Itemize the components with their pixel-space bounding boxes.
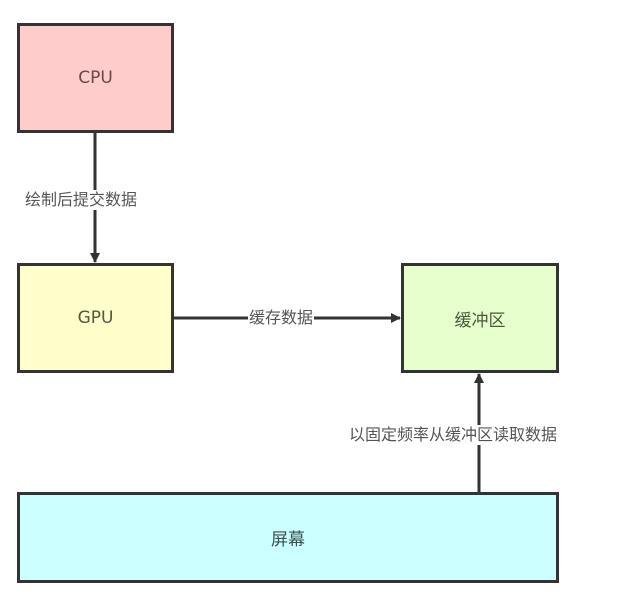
- edge-label-screen-buffer: 以固定频率从缓冲区读取数据: [348, 425, 559, 445]
- edge-label-cpu-gpu: 绘制后提交数据: [24, 190, 139, 210]
- cpu-node: CPU: [17, 23, 174, 133]
- buffer-node: 缓冲区: [401, 263, 559, 373]
- edge-label-gpu-buffer: 缓存数据: [248, 308, 315, 328]
- gpu-node-label: GPU: [77, 308, 114, 328]
- screen-node-label: 屏幕: [271, 530, 305, 550]
- buffer-node-label: 缓冲区: [454, 310, 506, 331]
- cpu-node-label: CPU: [78, 68, 113, 88]
- screen-node: 屏幕: [17, 492, 559, 583]
- gpu-node: GPU: [17, 263, 174, 373]
